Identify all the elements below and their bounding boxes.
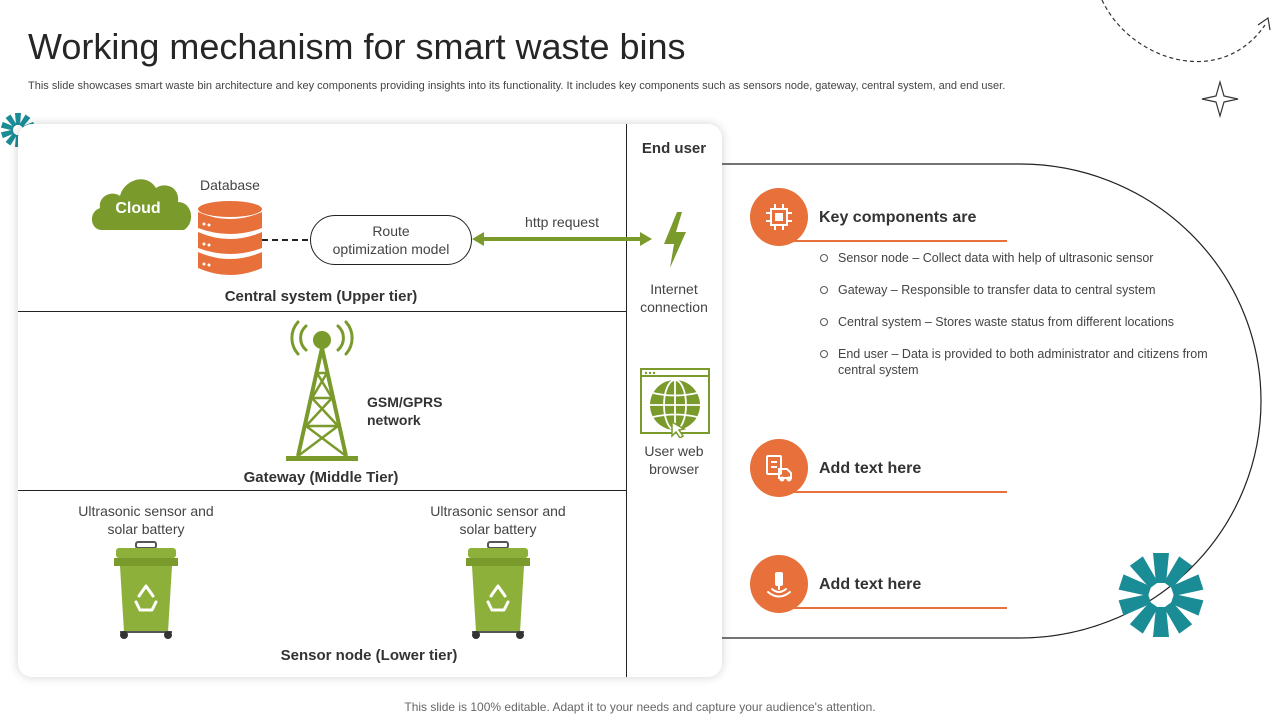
database-label: Database bbox=[200, 177, 260, 193]
end-user-heading: End user bbox=[641, 140, 707, 157]
cloud-icon bbox=[91, 179, 192, 230]
lightning-icon bbox=[664, 212, 686, 268]
recycle-bin-icon bbox=[466, 541, 530, 639]
list-item: Sensor node – Collect data with help of … bbox=[820, 250, 1220, 266]
key-components-underline bbox=[790, 240, 1007, 242]
list-item: End user – Data is provided to both admi… bbox=[820, 346, 1220, 378]
chip-icon-circle bbox=[750, 188, 808, 246]
http-request-label: http request bbox=[525, 214, 599, 230]
central-tier-label: Central system (Upper tier) bbox=[224, 288, 418, 305]
globe-browser-icon bbox=[640, 368, 710, 438]
sensor-left-label: Ultrasonic sensor and solar battery bbox=[56, 502, 236, 538]
cloud-label: Cloud bbox=[115, 200, 161, 217]
route-line-1: Route bbox=[372, 223, 410, 239]
add-text-heading-2: Add text here bbox=[819, 576, 922, 593]
slide-subtitle: This slide showcases smart waste bin arc… bbox=[28, 80, 1006, 92]
route-optimization-model: Route optimization model bbox=[310, 215, 472, 265]
user-web-browser-label: User web browser bbox=[628, 442, 720, 478]
double-arrow bbox=[472, 232, 652, 246]
gsm-line-1: GSM/GPRS bbox=[367, 394, 443, 410]
middle-tier-divider bbox=[18, 490, 626, 491]
list-item-text: Central system – Stores waste status fro… bbox=[838, 315, 1175, 329]
gsm-label: GSM/GPRS network bbox=[367, 393, 442, 429]
database-icon bbox=[198, 201, 262, 275]
dashed-connector bbox=[262, 239, 310, 241]
sensor-tier-label: Sensor node (Lower tier) bbox=[280, 647, 458, 664]
sensor-left-line-2: solar battery bbox=[107, 521, 185, 537]
tower-icon bbox=[286, 320, 358, 461]
upper-tier-divider bbox=[18, 311, 626, 312]
internet-line-1: Internet bbox=[650, 281, 698, 297]
internet-line-2: connection bbox=[640, 299, 708, 315]
gateway-tier-label: Gateway (Middle Tier) bbox=[243, 469, 399, 486]
list-item-text: Sensor node – Collect data with help of … bbox=[838, 251, 1154, 265]
list-item: Gateway – Responsible to transfer data t… bbox=[820, 282, 1220, 298]
add-text-heading-1: Add text here bbox=[819, 460, 922, 477]
browser-line-1: User web bbox=[644, 443, 704, 459]
sensor-left-line-1: Ultrasonic sensor and bbox=[78, 503, 214, 519]
route-line-2: optimization model bbox=[332, 241, 450, 257]
slide-title: Working mechanism for smart waste bins bbox=[28, 26, 686, 67]
gsm-line-2: network bbox=[367, 412, 421, 428]
add-text-underline-2 bbox=[790, 607, 1007, 609]
sensor-right-line-2: solar battery bbox=[459, 521, 537, 537]
key-components-heading: Key components are bbox=[819, 209, 977, 226]
sensor-icon-circle bbox=[750, 555, 808, 613]
list-item-text: End user – Data is provided to both admi… bbox=[838, 347, 1208, 377]
truck-icon-circle bbox=[750, 439, 808, 497]
truck-icon bbox=[766, 455, 792, 482]
dashed-arrow-decoration bbox=[1101, 0, 1271, 119]
recycle-bin-icon bbox=[114, 541, 178, 639]
sensor-icon bbox=[767, 572, 791, 598]
slide-footer: This slide is 100% editable. Adapt it to… bbox=[404, 700, 876, 714]
key-components-list: Sensor node – Collect data with help of … bbox=[820, 250, 1220, 394]
list-item-text: Gateway – Responsible to transfer data t… bbox=[838, 283, 1156, 297]
end-user-divider bbox=[626, 124, 627, 677]
sensor-right-label: Ultrasonic sensor and solar battery bbox=[408, 502, 588, 538]
add-text-underline-1 bbox=[790, 491, 1007, 493]
teal-burst-decoration-large bbox=[1118, 553, 1204, 637]
list-item: Central system – Stores waste status fro… bbox=[820, 314, 1220, 330]
browser-line-2: browser bbox=[649, 461, 699, 477]
sparkle-icon bbox=[1201, 79, 1239, 119]
chip-icon bbox=[766, 204, 792, 230]
sensor-right-line-1: Ultrasonic sensor and bbox=[430, 503, 566, 519]
internet-connection-label: Internet connection bbox=[628, 280, 720, 316]
